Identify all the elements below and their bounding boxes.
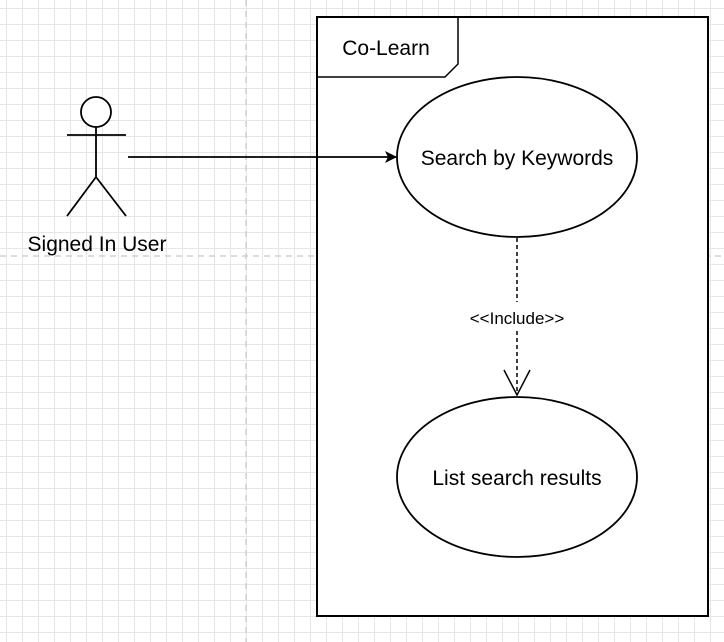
use-case-list-search-results[interactable]: List search results bbox=[396, 396, 638, 558]
system-name-tab bbox=[317, 17, 459, 78]
use-case-label: Search by Keywords bbox=[421, 147, 614, 170]
use-case-ellipse bbox=[396, 396, 638, 558]
actor-signed-in-user[interactable]: Signed In User bbox=[28, 96, 167, 256]
use-case-ellipse bbox=[396, 76, 638, 238]
system-name: Co-Learn bbox=[342, 37, 430, 60]
include-label: <<Include>> bbox=[470, 309, 565, 328]
use-case-label: List search results bbox=[432, 467, 601, 490]
actor-name: Signed In User bbox=[28, 233, 167, 256]
include-relation[interactable]: <<Include>> bbox=[470, 238, 565, 397]
use-case-search-by-keywords[interactable]: Search by Keywords bbox=[396, 76, 638, 238]
actor-stick-figure-icon bbox=[66, 96, 127, 217]
include-open-arrowhead-icon bbox=[503, 369, 531, 397]
